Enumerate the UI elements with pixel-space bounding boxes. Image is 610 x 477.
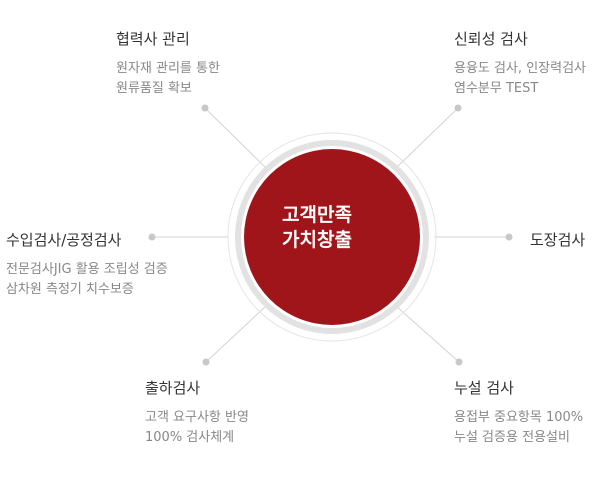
node-desc-line: 염수분무 TEST [454, 81, 539, 96]
node-desc-line: 고객 요구사항 반영 [145, 410, 249, 425]
connector-line-shipping [205, 305, 267, 363]
node-reliability-test: 신뢰성 검사 용융도 검사, 인장력검사 염수분무 TEST [454, 29, 604, 99]
connector-line-reliability [395, 107, 459, 169]
center-label-line2: 가치창출 [282, 229, 352, 251]
node-supplier-management: 협력사 관리 원자재 관리를 통한 원류품질 확보 [116, 29, 336, 99]
node-desc-line: 100% 검사체계 [145, 430, 235, 445]
dot-leak [455, 358, 463, 366]
center-circle [244, 149, 420, 325]
node-incoming-process-inspection: 수입검사/공정검사 전문검사JIG 활용 조립성 검증 삼차원 측정기 치수보증 [6, 230, 226, 300]
node-title: 출하검사 [145, 379, 201, 397]
node-desc-line: 원류품질 확보 [116, 81, 192, 96]
node-desc-line: 전문검사JIG 활용 조립성 검증 [6, 262, 168, 277]
outer-ring [227, 132, 437, 342]
node-desc-line: 용융도 검사, 인장력검사 [454, 61, 586, 76]
node-leak-test: 누설 검사 용접부 중요항목 100% 누설 검증용 전용설비 [454, 378, 604, 448]
node-painting-inspection: 도장검사 [530, 230, 605, 260]
dot-incoming [148, 233, 156, 241]
dot-supplier [201, 104, 209, 112]
center-label-line1: 고객만족 [282, 204, 352, 226]
connector-line-leak [395, 305, 460, 363]
dot-painting [505, 233, 513, 241]
node-desc-line: 누설 검증용 전용설비 [454, 430, 570, 445]
node-title: 수입검사/공정검사 [6, 231, 122, 249]
node-title: 협력사 관리 [116, 30, 190, 48]
dot-reliability [454, 104, 462, 112]
node-shipping-inspection: 출하검사 고객 요구사항 반영 100% 검사체계 [145, 378, 365, 448]
connector-line-supplier [204, 107, 267, 169]
node-title: 누설 검사 [454, 379, 514, 397]
dot-shipping [202, 358, 210, 366]
node-desc-line: 용접부 중요항목 100% [454, 410, 584, 425]
center-label: 고객만족 가치창출 [247, 203, 387, 253]
node-title: 도장검사 [530, 231, 586, 249]
node-title: 신뢰성 검사 [454, 30, 528, 48]
node-desc-line: 삼차원 측정기 치수보증 [6, 282, 134, 297]
node-desc-line: 원자재 관리를 통한 [116, 61, 220, 76]
